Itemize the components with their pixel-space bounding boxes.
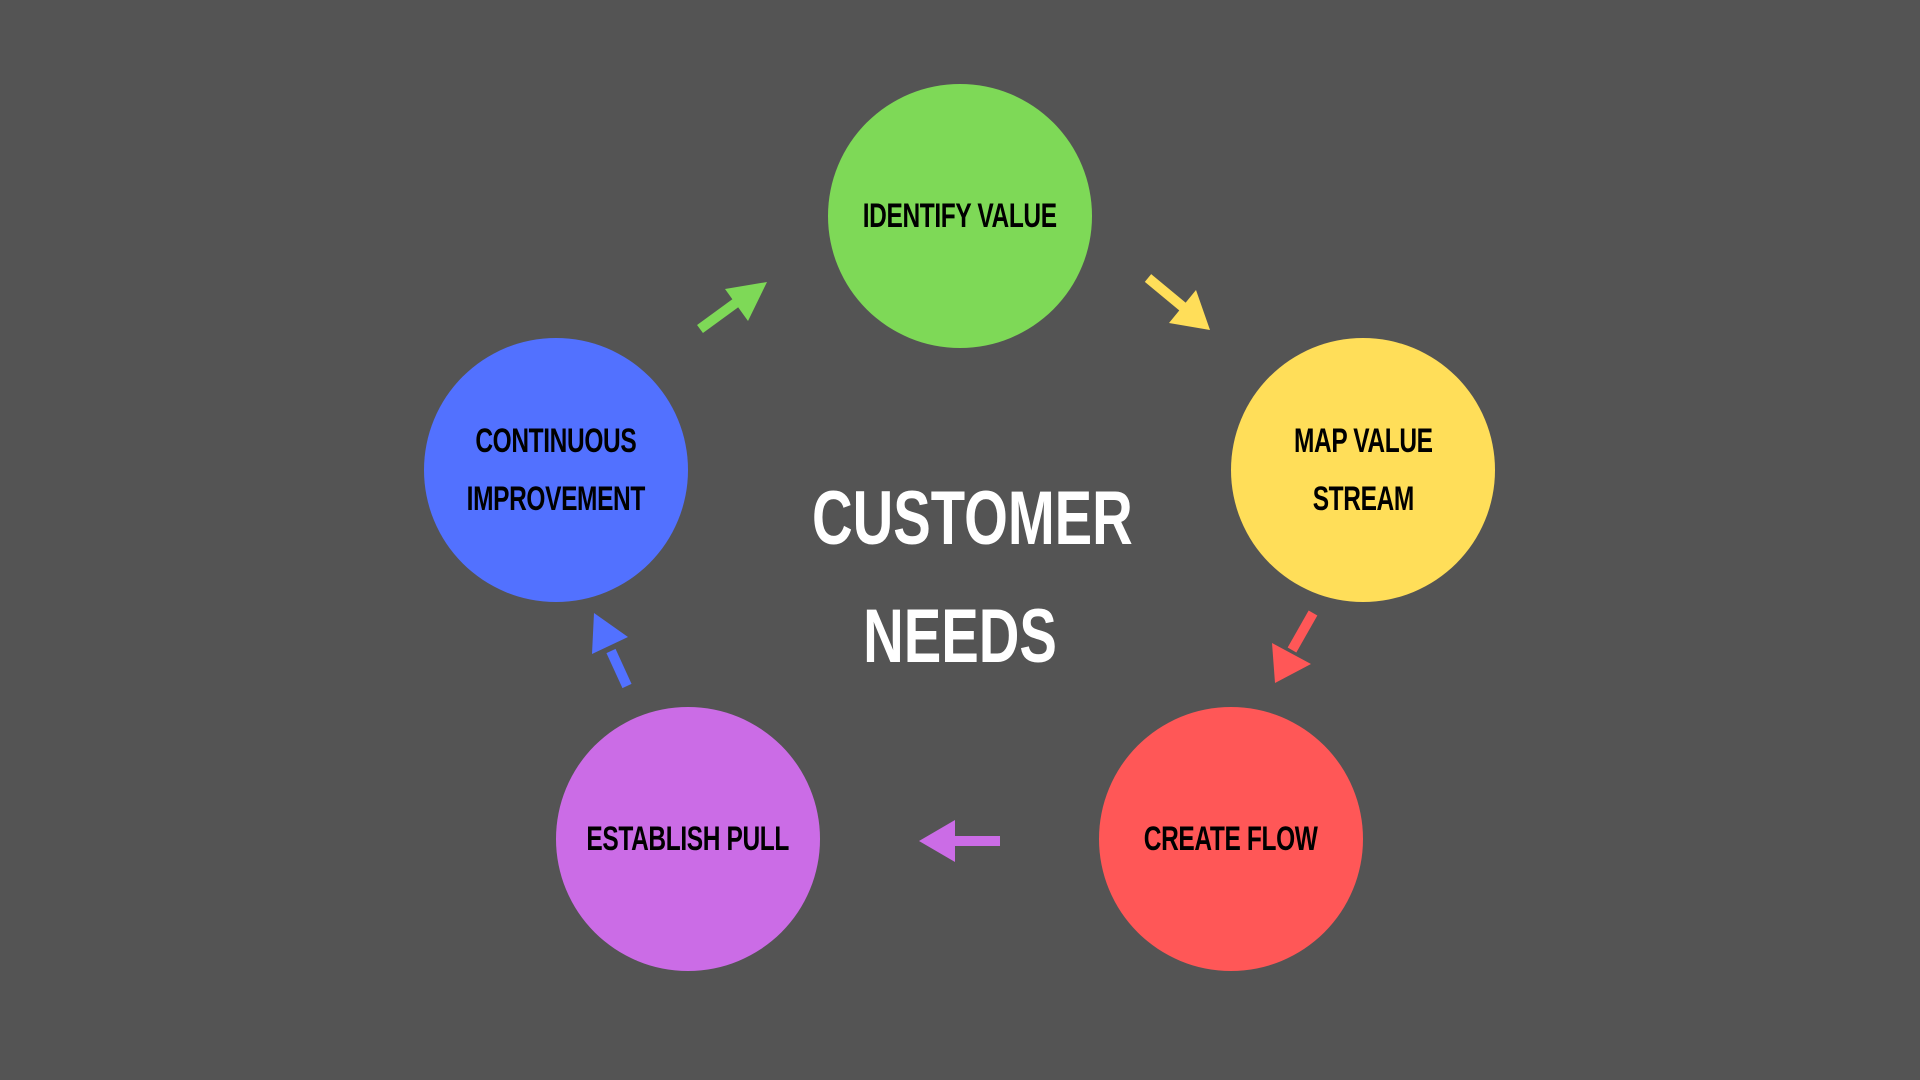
node-label-line: MAP VALUE <box>1293 422 1433 460</box>
arrow-head <box>1272 643 1311 683</box>
arrow-shaft <box>697 297 740 334</box>
node-label: ESTABLISH PULL <box>587 810 790 868</box>
arrow-head <box>919 820 955 862</box>
arrow-identify-to-map <box>1144 274 1210 330</box>
node-label-line: IDENTIFY VALUE <box>863 197 1057 235</box>
node-label: CREATE FLOW <box>1144 810 1318 868</box>
node-label-line: CONTINUOUS <box>475 422 637 460</box>
node-label-line: CREATE FLOW <box>1144 820 1318 858</box>
arrow-improve-to-identify <box>697 282 767 334</box>
node-label: CONTINUOUS IMPROVEMENT <box>466 412 646 528</box>
node-map-value-stream: MAP VALUE STREAM <box>1231 338 1495 602</box>
arrow-head <box>1169 290 1210 330</box>
arrow-flow-to-pull <box>919 820 1000 862</box>
arrow-map-to-flow <box>1272 610 1318 683</box>
node-label: MAP VALUE STREAM <box>1294 412 1433 528</box>
node-label-line: STREAM <box>1312 480 1414 518</box>
arrow-head <box>725 282 767 321</box>
center-title: CUSTOMER NEEDS <box>812 460 1133 696</box>
arrow-pull-to-improve <box>592 613 632 689</box>
arrow-shaft <box>1287 610 1318 653</box>
node-identify-value: IDENTIFY VALUE <box>828 84 1092 348</box>
center-title-line: CUSTOMER <box>812 476 1133 561</box>
arrow-head <box>592 613 628 654</box>
node-establish-pull: ESTABLISH PULL <box>556 707 820 971</box>
node-continuous-improvement: CONTINUOUS IMPROVEMENT <box>424 338 688 602</box>
center-title-line: NEEDS <box>863 594 1057 679</box>
node-label-line: ESTABLISH PULL <box>586 820 790 858</box>
node-label: IDENTIFY VALUE <box>863 187 1057 245</box>
arrow-shaft <box>606 648 632 689</box>
node-create-flow: CREATE FLOW <box>1099 707 1363 971</box>
node-label-line: IMPROVEMENT <box>466 480 646 518</box>
arrow-shaft <box>1144 274 1187 311</box>
